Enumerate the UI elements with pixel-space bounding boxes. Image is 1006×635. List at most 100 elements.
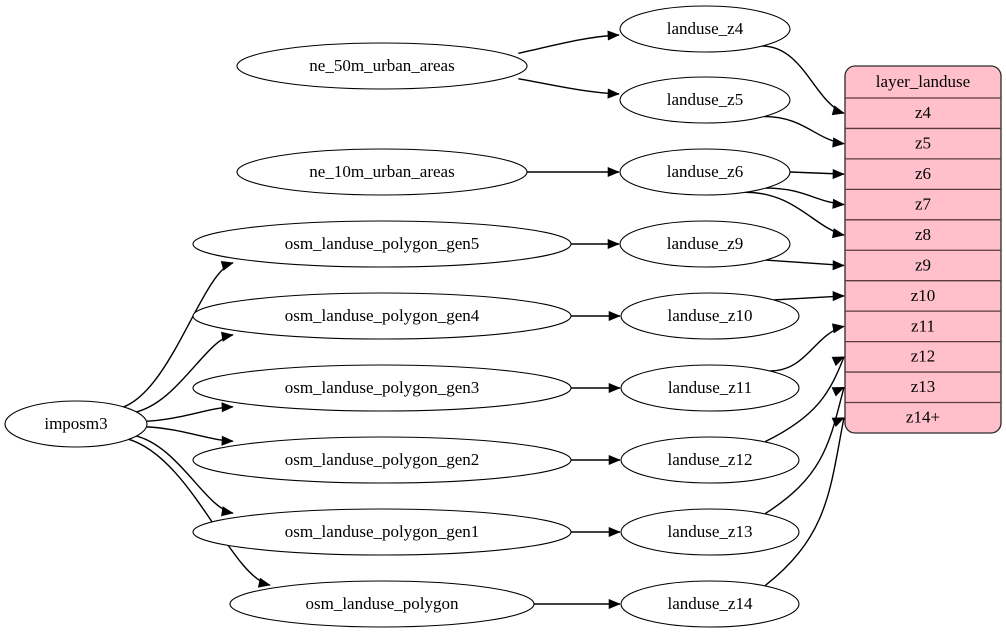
edge-arrowhead	[608, 310, 621, 322]
edges-layer	[121, 30, 845, 610]
edge-landuse_z5-to-row-z5	[763, 115, 845, 145]
edge-arrowhead	[221, 435, 234, 446]
edge-arrowhead	[221, 402, 234, 413]
node-landuse_z12[interactable]: landuse_z12	[620, 436, 800, 484]
layer-table-header: layer_landuse	[876, 72, 970, 91]
table-row-z8[interactable]: z8	[915, 225, 931, 244]
node-shape-landuse_z12	[620, 436, 800, 484]
table-row-z7[interactable]: z7	[915, 194, 932, 213]
edge-landuse_z9-to-row-z9	[765, 259, 845, 267]
edge-arrowhead	[832, 260, 845, 271]
node-shape-landuse_z5	[619, 76, 791, 124]
node-osm_landuse_polygon_gen2[interactable]: osm_landuse_polygon_gen2	[192, 436, 572, 484]
node-shape-osm_landuse_polygon_gen4	[192, 292, 572, 340]
node-label-landuse_z11: landuse_z11	[668, 378, 752, 397]
layer-table-group: layer_landuse z4 z5 z6 z7 z8 z9 z10 z11 z12 z13 z14…	[844, 65, 1002, 434]
node-landuse_z11[interactable]: landuse_z11	[620, 364, 800, 412]
node-landuse_z14[interactable]: landuse_z14	[620, 580, 800, 628]
node-label-osm_landuse_polygon_gen1: osm_landuse_polygon_gen1	[285, 522, 480, 541]
node-label-osm_landuse_polygon_gen5: osm_landuse_polygon_gen5	[285, 234, 480, 253]
node-shape-osm_landuse_polygon_gen3	[192, 364, 572, 412]
node-shape-landuse_z13	[620, 508, 800, 556]
node-shape-landuse_z14	[620, 580, 800, 628]
node-label-landuse_z12: landuse_z12	[668, 450, 753, 469]
node-label-landuse_z5: landuse_z5	[667, 90, 743, 109]
node-label-osm_landuse_polygon_gen4: osm_landuse_polygon_gen4	[285, 306, 480, 325]
node-landuse_z9[interactable]: landuse_z9	[619, 220, 791, 268]
edge-arrowhead	[257, 577, 271, 588]
edge-arrowhead	[831, 105, 845, 116]
table-row-z4[interactable]: z4	[915, 103, 932, 122]
table-row-z14+[interactable]: z14+	[906, 408, 940, 427]
table-row-z5[interactable]: z5	[915, 134, 931, 153]
table-row-z13[interactable]: z13	[911, 377, 936, 396]
node-osm_landuse_polygon_gen3[interactable]: osm_landuse_polygon_gen3	[192, 364, 572, 412]
node-shape-osm_landuse_polygon	[229, 580, 535, 628]
edge-arrowhead	[832, 291, 845, 302]
edge-arrowhead	[607, 166, 620, 178]
edge-landuse_z12-to-row-z12	[764, 356, 845, 443]
node-shape-osm_landuse_polygon_gen5	[192, 220, 572, 268]
node-shape-ne_50m_urban_areas	[236, 42, 528, 90]
table-row-z10[interactable]: z10	[911, 286, 936, 305]
edge-ne_50m_urban_areas-to-landuse_z4	[518, 34, 620, 55]
node-osm_landuse_polygon_gen1[interactable]: osm_landuse_polygon_gen1	[192, 508, 572, 556]
edge-imposm3-to-osm_landuse_polygon_gen1	[133, 434, 234, 514]
node-shape-landuse_z11	[620, 364, 800, 412]
table-row-z11[interactable]: z11	[911, 316, 935, 335]
node-landuse_z13[interactable]: landuse_z13	[620, 508, 800, 556]
edge-arrowhead	[831, 386, 845, 397]
edge-arrowhead	[832, 198, 845, 209]
edge-arrowhead	[608, 454, 621, 466]
edge-landuse_z11-to-row-z11	[769, 325, 845, 372]
node-label-imposm3: imposm3	[44, 414, 107, 433]
node-label-landuse_z14: landuse_z14	[668, 594, 753, 613]
node-osm_landuse_polygon_gen4[interactable]: osm_landuse_polygon_gen4	[192, 292, 572, 340]
edge-arrowhead	[607, 30, 620, 41]
nodes-layer: imposm3 ne_50m_urban_areas ne_10m_urban_ar…	[4, 5, 800, 628]
node-shape-osm_landuse_polygon_gen2	[192, 436, 572, 484]
table-row-z12[interactable]: z12	[911, 347, 936, 366]
node-shape-imposm3	[4, 400, 148, 448]
edge-arrowhead	[607, 238, 620, 250]
node-shape-landuse_z4	[619, 5, 791, 53]
node-label-osm_landuse_polygon_gen3: osm_landuse_polygon_gen3	[285, 378, 480, 397]
table-row-z9[interactable]: z9	[915, 255, 931, 274]
edge-arrowhead	[831, 417, 845, 427]
edge-imposm3-to-osm_landuse_polygon_gen5	[121, 262, 234, 409]
node-label-landuse_z6: landuse_z6	[667, 162, 743, 181]
layer-landuse-table[interactable]: layer_landuse z4 z5 z6 z7 z8 z9 z10 z11 z12 z13 z14…	[844, 65, 1002, 434]
edge-imposm3-to-osm_landuse_polygon_gen4	[133, 334, 234, 414]
edge-arrowhead	[832, 168, 845, 180]
edge-arrowhead	[608, 382, 621, 394]
edge-arrowhead	[607, 88, 620, 99]
node-landuse_z5[interactable]: landuse_z5	[619, 76, 791, 124]
node-landuse_z4[interactable]: landuse_z4	[619, 5, 791, 53]
node-label-landuse_z13: landuse_z13	[668, 522, 753, 541]
node-label-ne_10m_urban_areas: ne_10m_urban_areas	[309, 162, 454, 181]
node-osm_landuse_polygon[interactable]: osm_landuse_polygon	[229, 580, 535, 628]
node-ne_50m_urban_areas[interactable]: ne_50m_urban_areas	[236, 42, 528, 90]
node-imposm3[interactable]: imposm3	[4, 400, 148, 448]
edge-arrowhead	[831, 323, 845, 334]
node-ne_10m_urban_areas[interactable]: ne_10m_urban_areas	[236, 148, 528, 196]
node-shape-ne_10m_urban_areas	[236, 148, 528, 196]
edge-arrowhead	[608, 526, 621, 538]
node-landuse_z6[interactable]: landuse_z6	[619, 148, 791, 196]
node-shape-osm_landuse_polygon_gen1	[192, 508, 572, 556]
node-landuse_z10[interactable]: landuse_z10	[620, 292, 800, 340]
edge-landuse_z14-to-row-z14+	[764, 417, 845, 587]
edge-arrowhead	[832, 137, 845, 148]
edge-imposm3-to-osm_landuse_polygon	[126, 438, 271, 586]
node-label-landuse_z4: landuse_z4	[667, 19, 744, 38]
node-label-osm_landuse_polygon_gen2: osm_landuse_polygon_gen2	[285, 450, 480, 469]
edge-landuse_z6-to-row-z7	[765, 187, 845, 206]
edge-arrowhead	[832, 228, 845, 239]
table-row-z6[interactable]: z6	[915, 164, 931, 183]
edge-arrowhead	[221, 506, 234, 517]
node-osm_landuse_polygon_gen5[interactable]: osm_landuse_polygon_gen5	[192, 220, 572, 268]
edge-arrowhead	[831, 356, 845, 367]
node-shape-landuse_z6	[619, 148, 791, 196]
